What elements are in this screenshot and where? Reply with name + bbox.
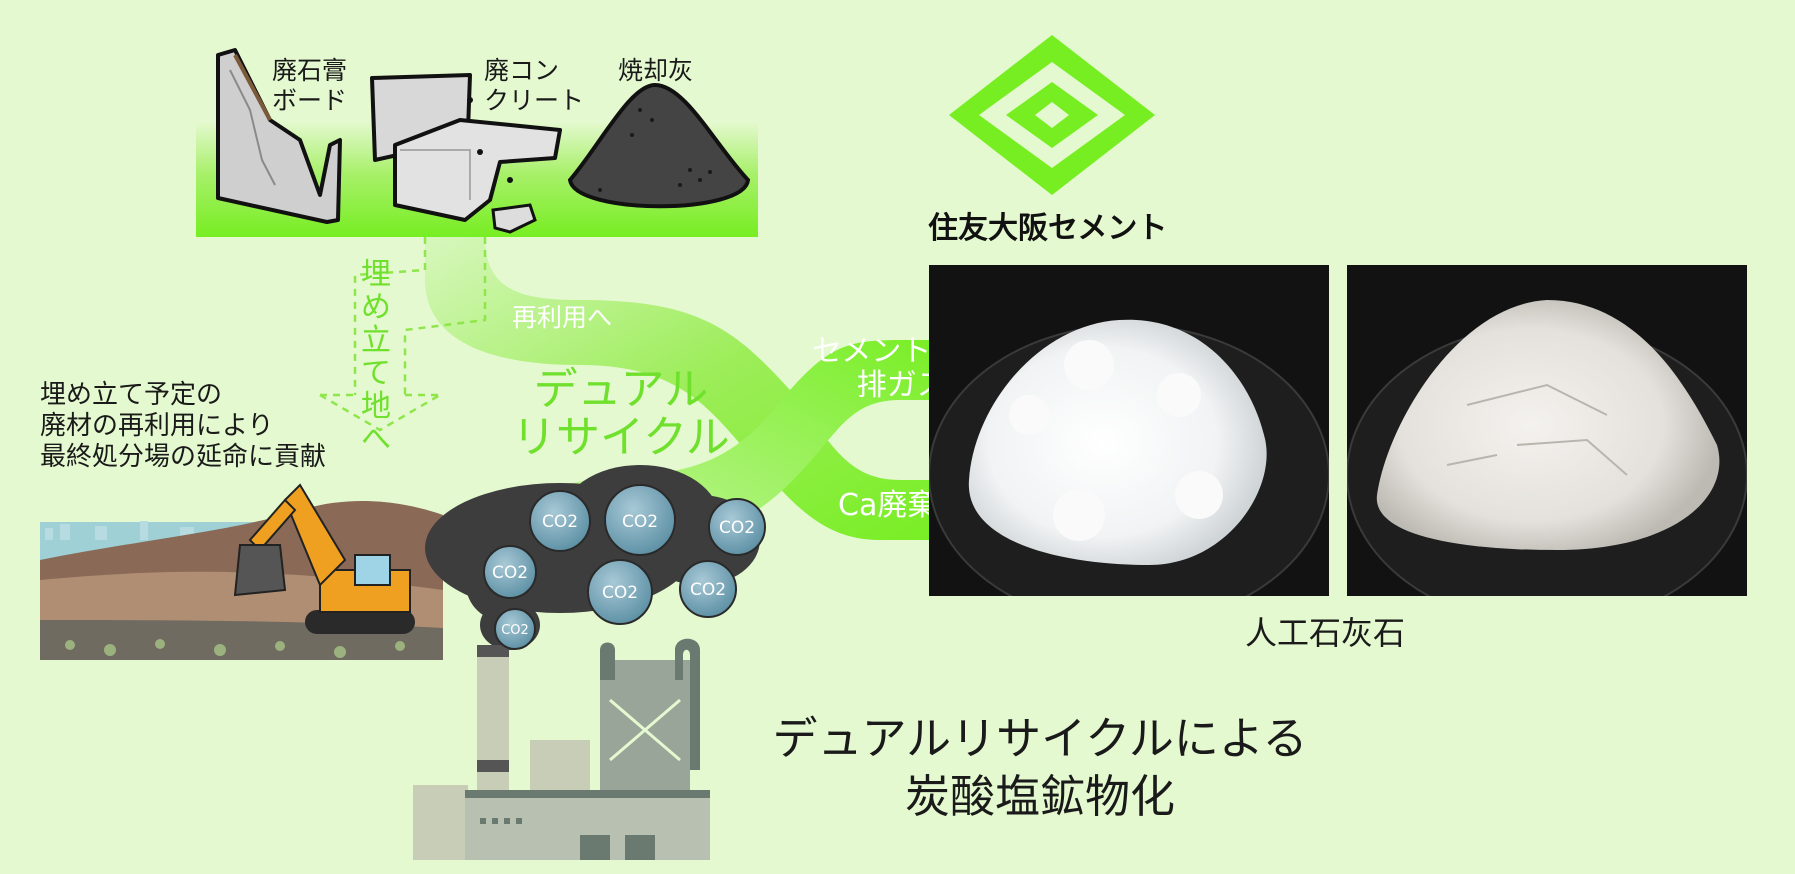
svg-text:CO2: CO2	[501, 623, 529, 638]
concrete-label: 廃コン クリート	[484, 56, 585, 115]
product-photo-2	[1347, 265, 1747, 596]
svg-text:CO2: CO2	[622, 512, 658, 532]
co2-bubble: CO2	[494, 608, 536, 650]
landfill-dashed-arrow	[319, 237, 487, 432]
factory	[413, 638, 710, 860]
svg-text:CO2: CO2	[542, 512, 578, 532]
page-title: デュアルリサイクルによる 炭酸塩鉱物化	[772, 712, 1308, 823]
co2-bubble: CO2	[587, 559, 653, 625]
co2-bubble: CO2	[529, 490, 591, 552]
product-caption: 人工石灰石	[1245, 614, 1406, 652]
ash-icon	[567, 82, 751, 209]
reuse-flow	[425, 237, 955, 540]
co2-bubble: CO2	[604, 484, 676, 556]
co2-bubble: CO2	[708, 498, 766, 556]
landfill-scene	[40, 483, 443, 660]
product-photo-1	[929, 265, 1329, 596]
svg-text:CO2: CO2	[602, 583, 638, 603]
co2-bubble: CO2	[679, 560, 737, 618]
gypsum-board-icon	[216, 48, 342, 224]
co2-bubble: CO2	[483, 545, 537, 599]
gypsum-board-label: 廃石膏 ボード	[272, 56, 348, 115]
company-name: 住友大阪セメント	[928, 211, 1168, 246]
reuse-label: 再利用へ	[512, 303, 613, 332]
svg-text:CO2: CO2	[492, 563, 528, 583]
landfill-label: 埋め立て地へ	[361, 257, 391, 457]
dual-recycle-label: デュアル リサイクル	[512, 364, 730, 463]
svg-text:CO2: CO2	[719, 518, 755, 538]
svg-text:CO2: CO2	[690, 580, 726, 600]
ash-label: 焼却灰	[618, 56, 694, 85]
concrete-icon	[370, 73, 562, 234]
landfill-description: 埋め立て予定の 廃材の再利用により 最終処分場の延命に貢献	[40, 380, 327, 472]
